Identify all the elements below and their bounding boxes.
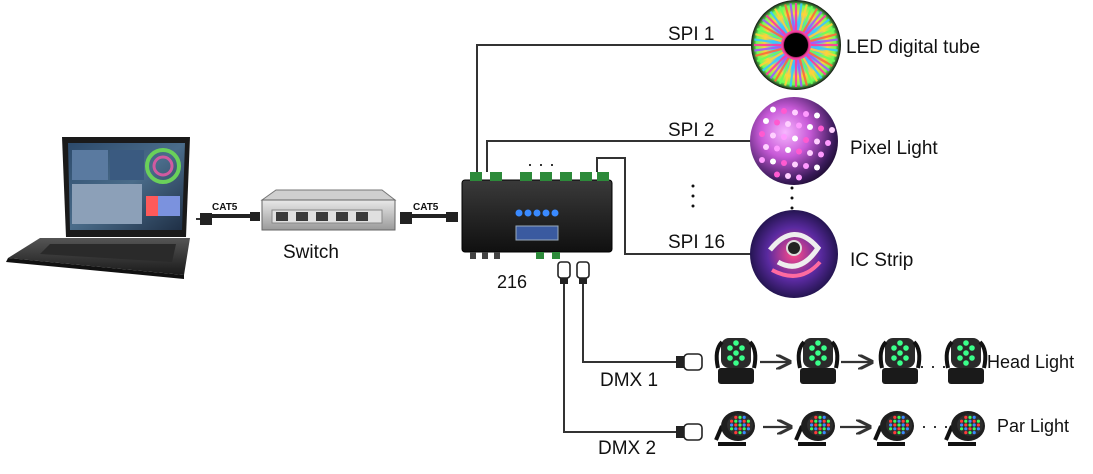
pixel-light-icon bbox=[750, 97, 838, 185]
xlr-connector-icon bbox=[557, 261, 590, 284]
par-light-icon bbox=[714, 411, 755, 446]
par-light-icon bbox=[794, 411, 835, 446]
head-light-label: Head Light bbox=[987, 352, 1074, 372]
rj45-connector-icon bbox=[200, 213, 212, 225]
xlr-connector-icon bbox=[676, 353, 703, 441]
pixel-light-label: Pixel Light bbox=[850, 138, 938, 159]
spi-wiring bbox=[476, 44, 752, 255]
head-light-icon bbox=[714, 338, 758, 384]
spi-2-port-label: SPI 2 bbox=[668, 120, 714, 141]
dmx-1-port-label: DMX 1 bbox=[600, 370, 658, 391]
ic-strip-icon bbox=[750, 210, 838, 298]
led-digital-tube-icon bbox=[751, 0, 841, 90]
spi-16-port-label: SPI 16 bbox=[668, 232, 725, 253]
switch-label: Switch bbox=[283, 242, 339, 263]
par-light-icon bbox=[873, 411, 914, 446]
head-light-icon bbox=[796, 338, 840, 384]
controller-label: 216 bbox=[497, 272, 527, 292]
dmx-wiring bbox=[563, 284, 676, 433]
dmx-2-port-label: DMX 2 bbox=[598, 438, 656, 459]
par-light-label: Par Light bbox=[997, 416, 1069, 436]
laptop-icon bbox=[6, 137, 190, 279]
cat5-cable-right: CAT5 bbox=[400, 202, 458, 224]
led-digital-tube-label: LED digital tube bbox=[846, 37, 980, 58]
par-light-icon bbox=[944, 411, 985, 446]
cat5-label-right: CAT5 bbox=[413, 202, 439, 213]
par-light-ellipsis: · · · bbox=[921, 416, 949, 436]
head-light-ellipsis: · · · bbox=[919, 356, 947, 376]
ic-strip-label: IC Strip bbox=[850, 250, 913, 271]
controller-port-dots: · · · bbox=[527, 154, 555, 174]
rj45-connector-icon bbox=[400, 212, 412, 224]
cat5-cable-left: CAT5 bbox=[196, 202, 260, 225]
head-light-row bbox=[714, 338, 988, 384]
controller-icon bbox=[461, 172, 613, 259]
head-light-icon bbox=[878, 338, 922, 384]
switch-icon bbox=[260, 189, 397, 231]
cat5-label-left: CAT5 bbox=[212, 202, 238, 213]
spi-1-port-label: SPI 1 bbox=[668, 24, 714, 45]
spi-vertical-ellipsis bbox=[691, 184, 794, 210]
par-light-row bbox=[714, 411, 985, 446]
head-light-icon bbox=[944, 338, 988, 384]
